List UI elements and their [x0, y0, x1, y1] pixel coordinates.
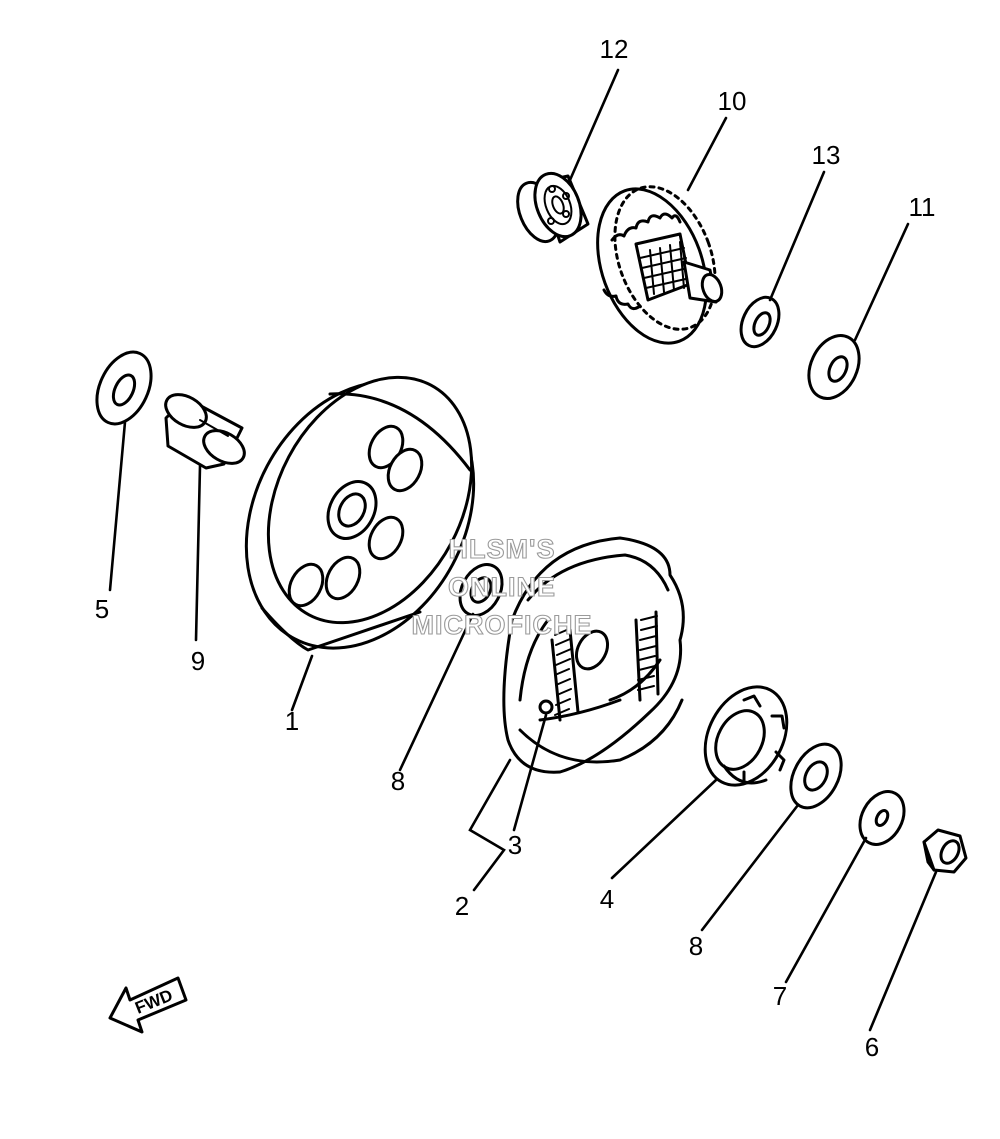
part-12-washer [807, 334, 861, 400]
part-label-4: 4 [600, 884, 614, 914]
watermark-line-3: MICROFICHE [412, 610, 593, 640]
part-label-6: 6 [865, 1032, 879, 1062]
part-7-washer [858, 790, 906, 846]
part-label-8-lower: 8 [689, 931, 703, 961]
part-label-13: 13 [812, 140, 841, 170]
part-9-bushing [164, 393, 246, 470]
watermark-line-2: ONLINE [448, 572, 556, 602]
part-label-11: 12 [600, 34, 629, 64]
part-label-2: 2 [455, 891, 469, 921]
leader-lines [108, 68, 938, 1032]
part-label-9: 9 [191, 646, 205, 676]
part-3-springs [550, 610, 660, 722]
part-4-one-way-clutch [703, 685, 789, 787]
part-13-washer [739, 295, 781, 349]
part-10-gear [596, 185, 724, 345]
part-label-12: 11 [909, 192, 936, 222]
part-label-5: 5 [95, 594, 109, 624]
part-8-washer-lower [789, 742, 843, 810]
part-5-washer [95, 350, 153, 426]
part-2-clutch-shoe-assembly [502, 536, 685, 774]
part-1-clutch-housing [244, 375, 476, 652]
part-label-10: 10 [718, 86, 747, 116]
part-label-8-upper: 8 [391, 766, 405, 796]
part-label-3: 3 [508, 830, 522, 860]
part-label-1: 1 [285, 706, 299, 736]
watermark-line-1: HLSM'S [449, 534, 556, 564]
fwd-arrow-icon: FWD [108, 976, 188, 1034]
part-8-washer-upper [458, 563, 504, 617]
watermark: HLSM'S ONLINE MICROFICHE [411, 533, 593, 640]
part-label-7: 7 [773, 981, 787, 1011]
part-6-nut [922, 828, 968, 874]
part-11-bearing [516, 171, 590, 244]
